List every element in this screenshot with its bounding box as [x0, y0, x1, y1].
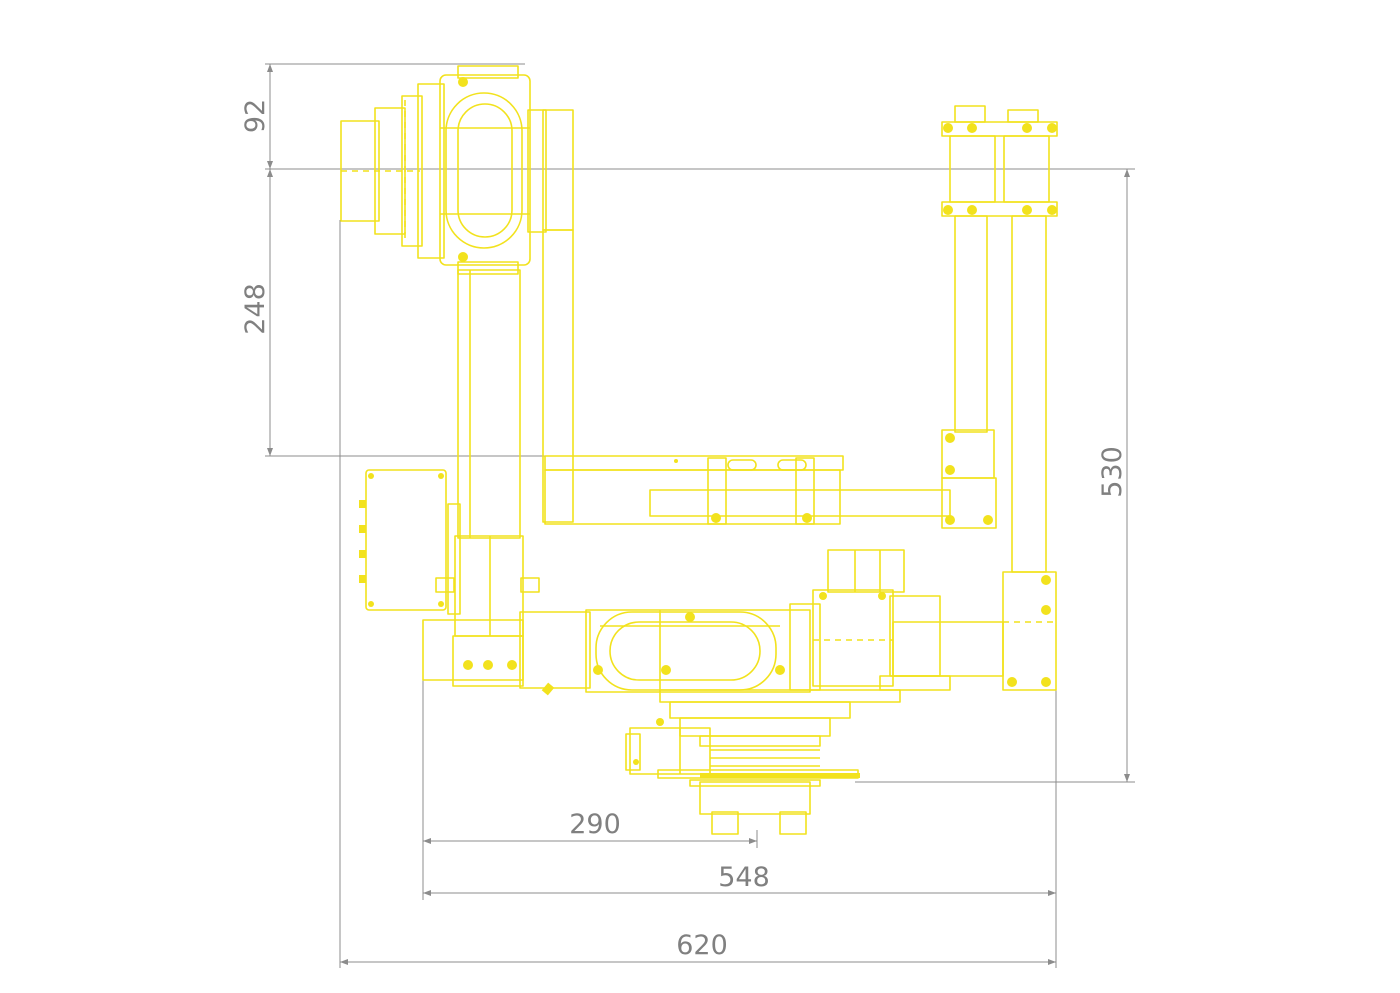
- elbow-and-base: [422, 503, 1004, 835]
- control-box: [359, 469, 447, 611]
- dimension-lines: [265, 63, 1135, 968]
- wrist-motor-assembly: [340, 65, 574, 275]
- dim-label-total-height: 530: [1097, 446, 1128, 498]
- dim-label-arm-height: 248: [240, 283, 271, 335]
- right-column: [941, 105, 1058, 691]
- dim-label-base-width: 290: [569, 809, 621, 840]
- dim-label-top-offset: 92: [240, 99, 271, 133]
- dim-label-total-width: 620: [676, 930, 728, 961]
- forearm: [544, 455, 951, 525]
- dim-label-mid-width: 548: [718, 862, 770, 893]
- upper-arm: [457, 229, 574, 539]
